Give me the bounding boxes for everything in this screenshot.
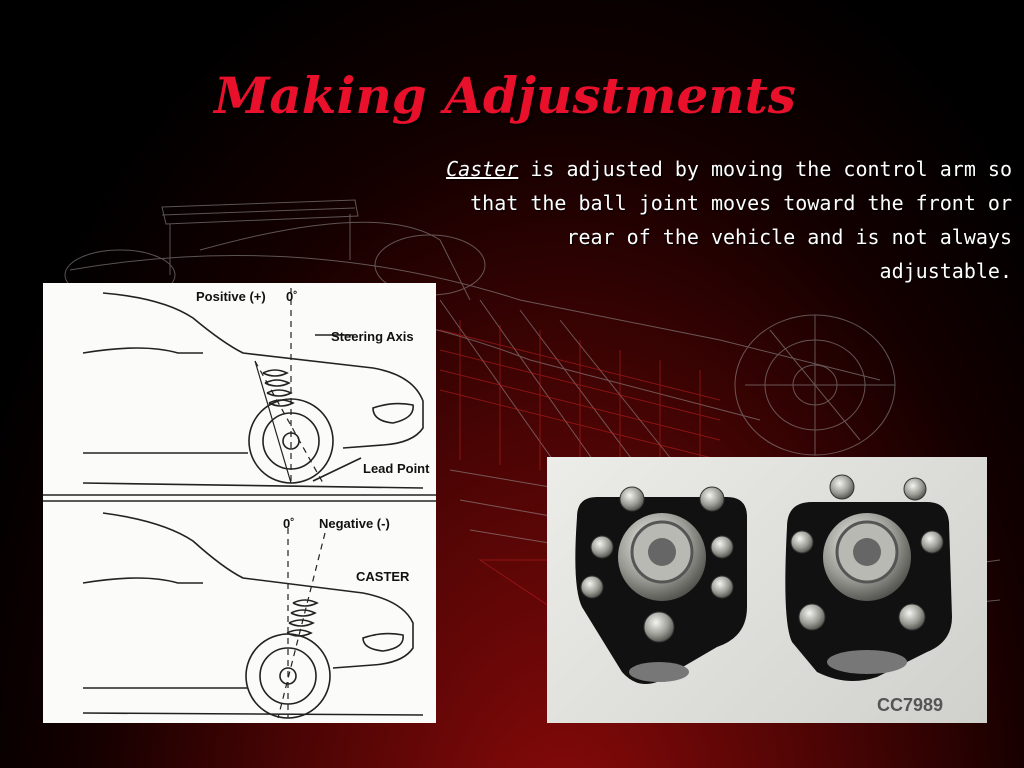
caster-diagram-drawing: Positive (+) 0˚ Steering Axis Lead Point… xyxy=(43,288,436,719)
body-paragraph: Caster is adjusted by moving the control… xyxy=(432,152,1012,288)
caster-term: Caster xyxy=(446,157,519,181)
caster-label: CASTER xyxy=(356,569,410,584)
caster-plates-illustration: CC7989 xyxy=(575,474,952,715)
lead-point-label: Lead Point xyxy=(363,461,430,476)
slide-title: Making Adjustments xyxy=(214,66,796,125)
zero-label-bottom: 0˚ xyxy=(283,516,295,531)
caster-diagram: Positive (+) 0˚ Steering Axis Lead Point… xyxy=(43,283,436,723)
negative-label: Negative (-) xyxy=(319,516,390,531)
body-text: is adjusted by moving the control arm so… xyxy=(470,157,1012,283)
photo-code-label: CC7989 xyxy=(877,695,943,715)
caster-plates-photo: CC7989 xyxy=(547,457,987,723)
positive-label: Positive (+) xyxy=(196,289,266,304)
steering-axis-label: Steering Axis xyxy=(331,329,414,344)
zero-label-top: 0˚ xyxy=(286,289,298,304)
